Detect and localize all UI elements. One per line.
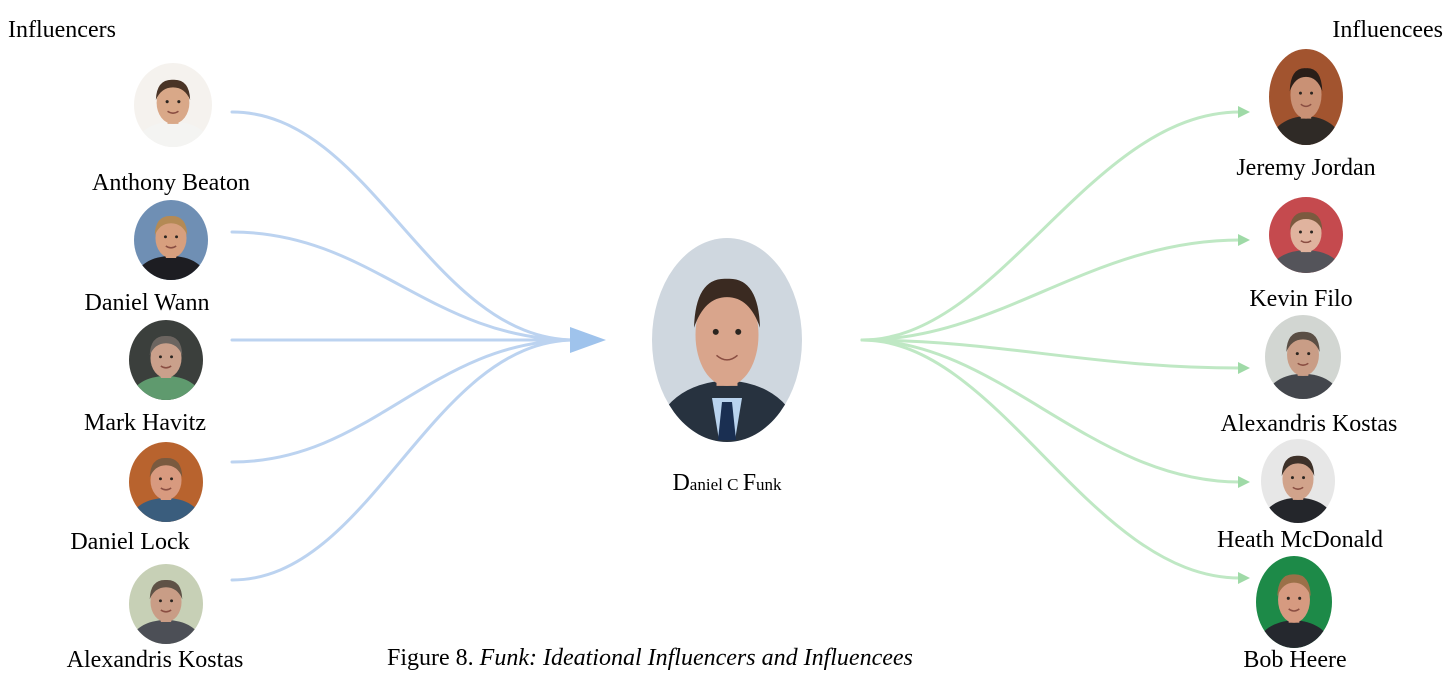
- portrait-photo: [652, 238, 802, 442]
- influencee-node: [1269, 197, 1343, 273]
- influencee-arrowhead: [1238, 572, 1250, 584]
- portrait-photo: [1265, 315, 1341, 399]
- influencer-node: [129, 564, 203, 644]
- influencee-flow-curve: [860, 238, 1242, 342]
- influencer-name: Mark Havitz: [84, 410, 206, 436]
- influencer-node: [134, 200, 208, 280]
- influencer-name: Alexandris Kostas: [67, 647, 244, 673]
- necktie: [718, 402, 736, 440]
- influencer-flow-curve: [230, 110, 577, 342]
- center-portrait: [652, 238, 802, 442]
- influencer-node: [129, 320, 203, 400]
- portrait-photo: [134, 63, 212, 147]
- center-name: Daniel C Funk: [672, 470, 782, 496]
- influencee-name: Alexandris Kostas: [1221, 411, 1398, 437]
- portrait-photo: [129, 564, 203, 644]
- influencer-name: Daniel Wann: [85, 290, 210, 316]
- influencee-arrowhead: [1238, 476, 1250, 488]
- portrait-photo: [1261, 439, 1335, 523]
- influencee-flow-lines: [860, 106, 1250, 584]
- influencer-flow-curve: [230, 338, 577, 464]
- portrait-photo: [1269, 49, 1343, 145]
- influencee-name: Bob Heere: [1243, 647, 1346, 673]
- influencer-flow-curve: [230, 230, 577, 342]
- influencee-flow-curve: [860, 110, 1242, 342]
- portrait-photo: [129, 442, 203, 522]
- influencee-node: [1265, 315, 1341, 399]
- influencee-flow-curve: [860, 338, 1242, 484]
- influencer-name: Daniel Lock: [70, 529, 189, 555]
- influencee-node: [1261, 439, 1335, 523]
- influencee-name: Kevin Filo: [1249, 286, 1352, 312]
- influencee-arrowhead: [1238, 106, 1250, 118]
- influencers-header: Influencers: [8, 17, 116, 43]
- influencee-node: [1269, 49, 1343, 145]
- influencee-flow-curve: [860, 338, 1242, 580]
- influencer-flow-lines: [230, 110, 577, 582]
- influencees-header: Influencees: [1332, 17, 1443, 43]
- portrait-photo: [129, 320, 203, 400]
- influencer-node: [134, 63, 212, 147]
- influencee-node: [1256, 556, 1332, 648]
- influencee-name: Heath McDonald: [1217, 527, 1383, 553]
- influencee-arrowhead: [1238, 362, 1250, 374]
- influencee-name: Jeremy Jordan: [1236, 155, 1375, 181]
- influencee-arrowhead: [1238, 234, 1250, 246]
- influencee-flow-curve: [860, 338, 1242, 370]
- portrait-photo: [1256, 556, 1332, 648]
- incoming-arrowhead: [570, 327, 606, 353]
- influencer-node: [129, 442, 203, 522]
- influencer-name: Anthony Beaton: [92, 170, 250, 196]
- influencer-flow-curve: [230, 338, 577, 582]
- portrait-photo: [1269, 197, 1343, 273]
- figure-caption: Figure 8. Funk: Ideational Influencers a…: [387, 645, 913, 671]
- portrait-photo: [134, 200, 208, 280]
